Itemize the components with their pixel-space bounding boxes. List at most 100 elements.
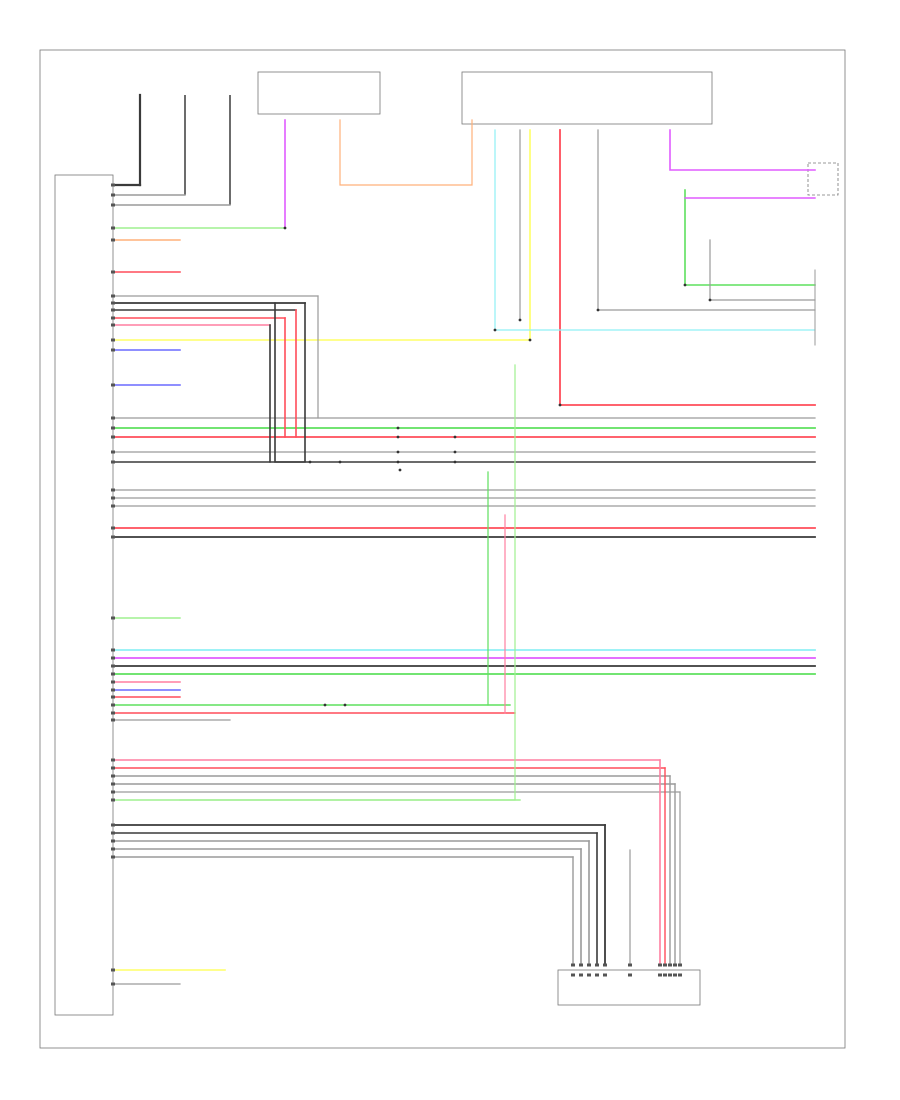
pin-marker: [111, 496, 115, 500]
pin-marker: [111, 680, 115, 684]
pin-marker: [571, 963, 575, 967]
pin-marker: [111, 183, 115, 187]
pin-marker: [111, 758, 115, 762]
pin-marker: [587, 963, 591, 967]
pin-marker: [111, 782, 115, 786]
splice-layer: [283, 226, 712, 707]
wire-vert-green: [684, 189, 816, 286]
pin-marker: [111, 695, 115, 699]
splice-point: [708, 298, 712, 302]
pin-marker: [658, 963, 662, 967]
pin-marker: [628, 963, 632, 967]
pin-marker: [111, 616, 115, 620]
pin-marker: [111, 823, 115, 827]
pin-marker: [579, 973, 583, 977]
pin-marker: [111, 294, 115, 298]
pin-marker: [603, 963, 607, 967]
splice-point: [323, 703, 327, 707]
pin-marker: [658, 973, 662, 977]
splice-point: [396, 450, 400, 454]
splice-point: [338, 460, 342, 464]
pin-marker: [587, 973, 591, 977]
pin-marker: [111, 847, 115, 851]
pin-marker: [111, 766, 115, 770]
pin-marker: [111, 774, 115, 778]
splice-point: [343, 703, 347, 707]
splice-point: [398, 468, 402, 472]
wire-top-orange: [339, 119, 473, 186]
wire-long-green: [179, 364, 516, 801]
fuse-group-left: [139, 95, 231, 205]
splice-point: [396, 435, 400, 439]
splice-point: [453, 435, 457, 439]
pin-marker: [111, 672, 115, 676]
splice-point: [283, 226, 287, 230]
pin-marker: [111, 460, 115, 464]
splice-point: [396, 460, 400, 464]
pin-marker: [111, 338, 115, 342]
top-right-component: [807, 162, 839, 196]
pin-marker: [111, 711, 115, 715]
splice-point: [596, 308, 600, 312]
pin-marker: [111, 839, 115, 843]
pin-marker: [111, 504, 115, 508]
pin-marker: [111, 203, 115, 207]
pin-marker: [111, 703, 115, 707]
junction-box: [557, 969, 701, 1006]
wire-loop-black: [274, 302, 306, 463]
splice-point: [518, 318, 522, 322]
pin-marker: [111, 535, 115, 539]
main-unit-box: [54, 174, 114, 1016]
wire-vert-gray-3: [709, 239, 816, 301]
splice-point: [558, 403, 562, 407]
pin-marker: [595, 973, 599, 977]
pin-marker: [673, 963, 677, 967]
pin-marker: [111, 426, 115, 430]
pin-marker: [571, 973, 575, 977]
pin-marker: [111, 648, 115, 652]
pin-marker: [111, 855, 115, 859]
pin-marker: [111, 968, 115, 972]
pin-marker: [663, 973, 667, 977]
top-component-2: [461, 71, 713, 125]
pin-marker: [603, 973, 607, 977]
pin-marker: [111, 348, 115, 352]
pin-marker: [111, 270, 115, 274]
pin-marker: [579, 963, 583, 967]
pin-marker: [111, 798, 115, 802]
splice-point: [453, 460, 457, 464]
splice-point: [528, 338, 532, 342]
pin-marker: [111, 526, 115, 530]
wire-layer: [111, 93, 816, 985]
splice-point: [308, 460, 312, 464]
pin-marker: [111, 718, 115, 722]
pin-marker: [673, 973, 677, 977]
pin-marker: [111, 982, 115, 986]
pin-marker: [111, 383, 115, 387]
pin-marker: [111, 323, 115, 327]
pin-marker: [111, 688, 115, 692]
splice-point: [493, 328, 497, 332]
pin-marker: [111, 226, 115, 230]
pin-marker: [595, 963, 599, 967]
pin-marker: [111, 316, 115, 320]
pin-marker: [111, 308, 115, 312]
top-component-1: [257, 71, 381, 115]
splice-point: [396, 426, 400, 430]
pin-marker: [678, 963, 682, 967]
pin-marker: [111, 450, 115, 454]
pin-marker: [111, 435, 115, 439]
pin-marker: [111, 238, 115, 242]
splice-point: [683, 283, 687, 287]
pin-marker: [628, 973, 632, 977]
pin-marker: [111, 656, 115, 660]
wire-vert-magenta: [669, 129, 816, 171]
pin-marker: [111, 831, 115, 835]
pin-marker: [668, 963, 672, 967]
pin-marker: [668, 973, 672, 977]
splice-point: [453, 450, 457, 454]
pin-marker: [111, 664, 115, 668]
wire-vert-gray-2: [597, 129, 816, 311]
pin-marker: [663, 963, 667, 967]
